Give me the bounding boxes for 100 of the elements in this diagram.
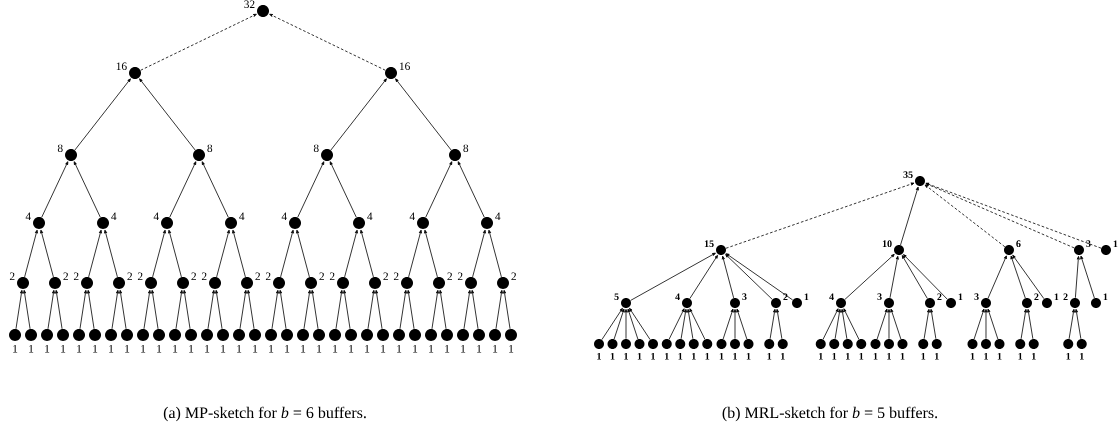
node-label: 3: [877, 293, 882, 301]
node-label: 1: [921, 352, 926, 360]
arrow: [297, 161, 325, 218]
node-label: 2: [329, 272, 335, 281]
node-label: 35: [903, 171, 913, 179]
node-label: 8: [463, 144, 469, 153]
arrow: [232, 229, 246, 278]
node-label: 1: [819, 352, 823, 360]
node-label: 1: [125, 344, 130, 353]
node-label: 8: [313, 144, 319, 153]
node-label: 1: [413, 344, 418, 353]
arrow: [55, 289, 63, 330]
node-label: 1: [1054, 293, 1059, 301]
node-label: 1: [397, 344, 402, 353]
arrow: [843, 308, 860, 340]
arrow: [24, 229, 38, 278]
arrow: [457, 161, 485, 218]
arrow: [822, 308, 839, 340]
arrow: [834, 308, 841, 340]
node-label: 15: [704, 240, 714, 248]
arrow: [23, 289, 31, 330]
arrow: [330, 78, 387, 151]
arrow: [41, 161, 69, 218]
arrow: [152, 229, 166, 278]
node-label: 1: [678, 352, 683, 360]
node-label: 2: [511, 272, 516, 281]
arrow: [269, 13, 386, 71]
arrow: [725, 182, 915, 249]
arrow: [613, 308, 625, 340]
arrow: [733, 309, 737, 340]
arrow: [987, 308, 999, 340]
node-label: 1: [477, 344, 482, 353]
node-label: 1: [651, 352, 655, 360]
arrow: [139, 78, 196, 151]
node-label: 1: [1103, 293, 1108, 301]
arrow: [296, 229, 310, 278]
arrow: [887, 309, 891, 340]
arrow: [1080, 255, 1095, 299]
arrow: [630, 252, 716, 301]
node-label: 1: [832, 352, 837, 360]
arrow: [425, 161, 453, 218]
node-label: 1: [781, 352, 785, 360]
arrow: [1020, 308, 1027, 340]
arrow: [687, 308, 694, 340]
arrow: [901, 255, 928, 299]
node-label: 10: [882, 240, 892, 248]
node-label: 8: [57, 144, 63, 153]
arrow: [769, 308, 776, 340]
node-label: 1: [859, 352, 864, 360]
arrow: [890, 308, 902, 340]
node-label: 1: [705, 352, 710, 360]
node-label: 1: [610, 352, 615, 360]
node-label: 1: [429, 344, 434, 353]
node-label: 1: [624, 352, 628, 360]
node-label: 1: [984, 352, 988, 360]
arrow: [79, 289, 87, 330]
arrow: [903, 254, 948, 300]
node-label: 4: [239, 212, 245, 221]
arrow: [424, 229, 438, 278]
arrow: [271, 289, 279, 330]
node-label: 2: [393, 272, 399, 281]
arrow: [924, 184, 1006, 248]
arrow: [119, 289, 127, 330]
node-label: 4: [281, 212, 287, 221]
arrow: [151, 289, 159, 330]
arrow: [247, 289, 255, 330]
node-label: 1: [93, 344, 98, 353]
node-label: 2: [447, 272, 452, 281]
node-label: 4: [25, 212, 31, 221]
node-label: 1: [365, 344, 370, 353]
arrow: [776, 308, 783, 340]
arrow: [1075, 256, 1080, 299]
node-label: 1: [1113, 240, 1118, 248]
node-label: 16: [399, 62, 410, 71]
node-label: 1: [509, 344, 514, 353]
arrow: [183, 289, 191, 330]
arrow: [87, 289, 95, 330]
node-label: 4: [409, 212, 415, 221]
node-label: 1: [637, 352, 642, 360]
node-label: 4: [153, 212, 159, 221]
arrow: [280, 229, 294, 278]
node-label: 1: [13, 344, 18, 353]
arrow: [375, 289, 383, 330]
arrow: [1075, 308, 1082, 340]
arrow: [722, 308, 734, 340]
arrow: [721, 255, 735, 299]
arrow: [215, 289, 223, 330]
node-label: 1: [349, 344, 354, 353]
node-label: 1: [665, 352, 669, 360]
node-label: 1: [45, 344, 50, 353]
arrow: [73, 161, 101, 218]
node-label: 4: [367, 212, 373, 221]
node-label: 1: [173, 344, 178, 353]
node-label: 1: [333, 344, 338, 353]
node-label: 3: [1086, 240, 1091, 248]
node-label: 2: [937, 293, 942, 301]
arrow: [143, 289, 151, 330]
node-label: 1: [221, 344, 226, 353]
node-label: 16: [116, 62, 127, 71]
arrow: [367, 289, 375, 330]
